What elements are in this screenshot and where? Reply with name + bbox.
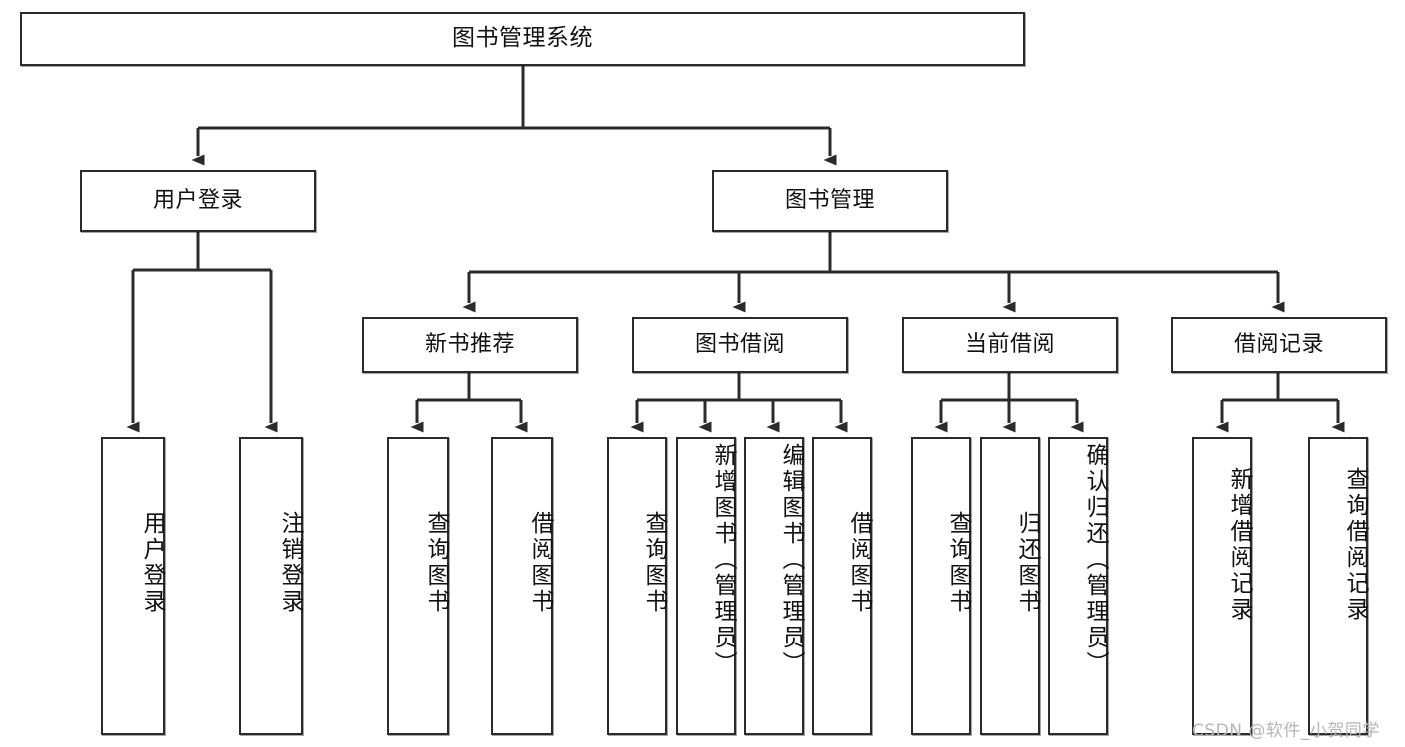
node-book-borrow[interactable]: 图书借阅: [632, 317, 848, 373]
node-leaf-query-book-2[interactable]: 查询图书: [607, 437, 667, 735]
node-new-book-recommend-label: 新书推荐: [424, 332, 515, 358]
node-book-management[interactable]: 图书管理: [712, 170, 948, 232]
node-root-label: 图书管理系统: [452, 25, 593, 52]
node-leaf-add-book[interactable]: 新增图书（管理员）: [676, 437, 736, 735]
node-leaf-add-record[interactable]: 新增借阅记录: [1192, 437, 1252, 735]
node-leaf-edit-book[interactable]: 编辑图书（管理员）: [744, 437, 804, 735]
node-leaf-confirm-return[interactable]: 确认归还（管理员）: [1048, 437, 1108, 735]
node-leaf-query-book-3[interactable]: 查询图书: [911, 437, 971, 735]
node-new-book-recommend[interactable]: 新书推荐: [362, 317, 578, 373]
csdn-watermark: CSDN @软件_小贺同学: [1192, 721, 1380, 741]
node-leaf-user-login[interactable]: 用户登录: [101, 437, 165, 735]
node-current-borrow-label: 当前借阅: [964, 332, 1055, 358]
node-leaf-return-book-label: 归还图书: [1014, 511, 1040, 615]
node-leaf-query-book-1[interactable]: 查询图书: [387, 437, 449, 735]
node-current-borrow[interactable]: 当前借阅: [902, 317, 1118, 373]
node-leaf-edit-book-label: 编辑图书（管理员）: [778, 443, 804, 677]
node-leaf-borrow-book-2[interactable]: 借阅图书: [812, 437, 872, 735]
node-book-management-label: 图书管理: [784, 188, 875, 214]
node-leaf-query-record-label: 查询借阅记录: [1342, 467, 1368, 623]
node-leaf-borrow-book-1-label: 借阅图书: [527, 511, 553, 615]
node-leaf-query-book-1-label: 查询图书: [423, 511, 449, 615]
node-borrow-record[interactable]: 借阅记录: [1171, 317, 1387, 373]
node-borrow-record-label: 借阅记录: [1233, 332, 1324, 358]
node-leaf-query-book-2-label: 查询图书: [641, 511, 667, 615]
node-leaf-user-login-label: 用户登录: [139, 511, 165, 615]
node-book-borrow-label: 图书借阅: [694, 332, 785, 358]
node-leaf-confirm-return-label: 确认归还（管理员）: [1082, 443, 1108, 677]
node-leaf-user-logout[interactable]: 注销登录: [239, 437, 303, 735]
node-leaf-add-record-label: 新增借阅记录: [1226, 467, 1252, 623]
node-leaf-query-book-3-label: 查询图书: [945, 511, 971, 615]
node-user-login[interactable]: 用户登录: [80, 170, 316, 232]
node-leaf-add-book-label: 新增图书（管理员）: [710, 443, 736, 677]
node-root[interactable]: 图书管理系统: [20, 12, 1025, 66]
node-leaf-query-record[interactable]: 查询借阅记录: [1308, 437, 1368, 735]
node-leaf-user-logout-label: 注销登录: [277, 511, 303, 615]
node-user-login-label: 用户登录: [152, 188, 243, 214]
node-leaf-borrow-book-2-label: 借阅图书: [846, 511, 872, 615]
node-leaf-borrow-book-1[interactable]: 借阅图书: [491, 437, 553, 735]
node-leaf-return-book[interactable]: 归还图书: [980, 437, 1040, 735]
